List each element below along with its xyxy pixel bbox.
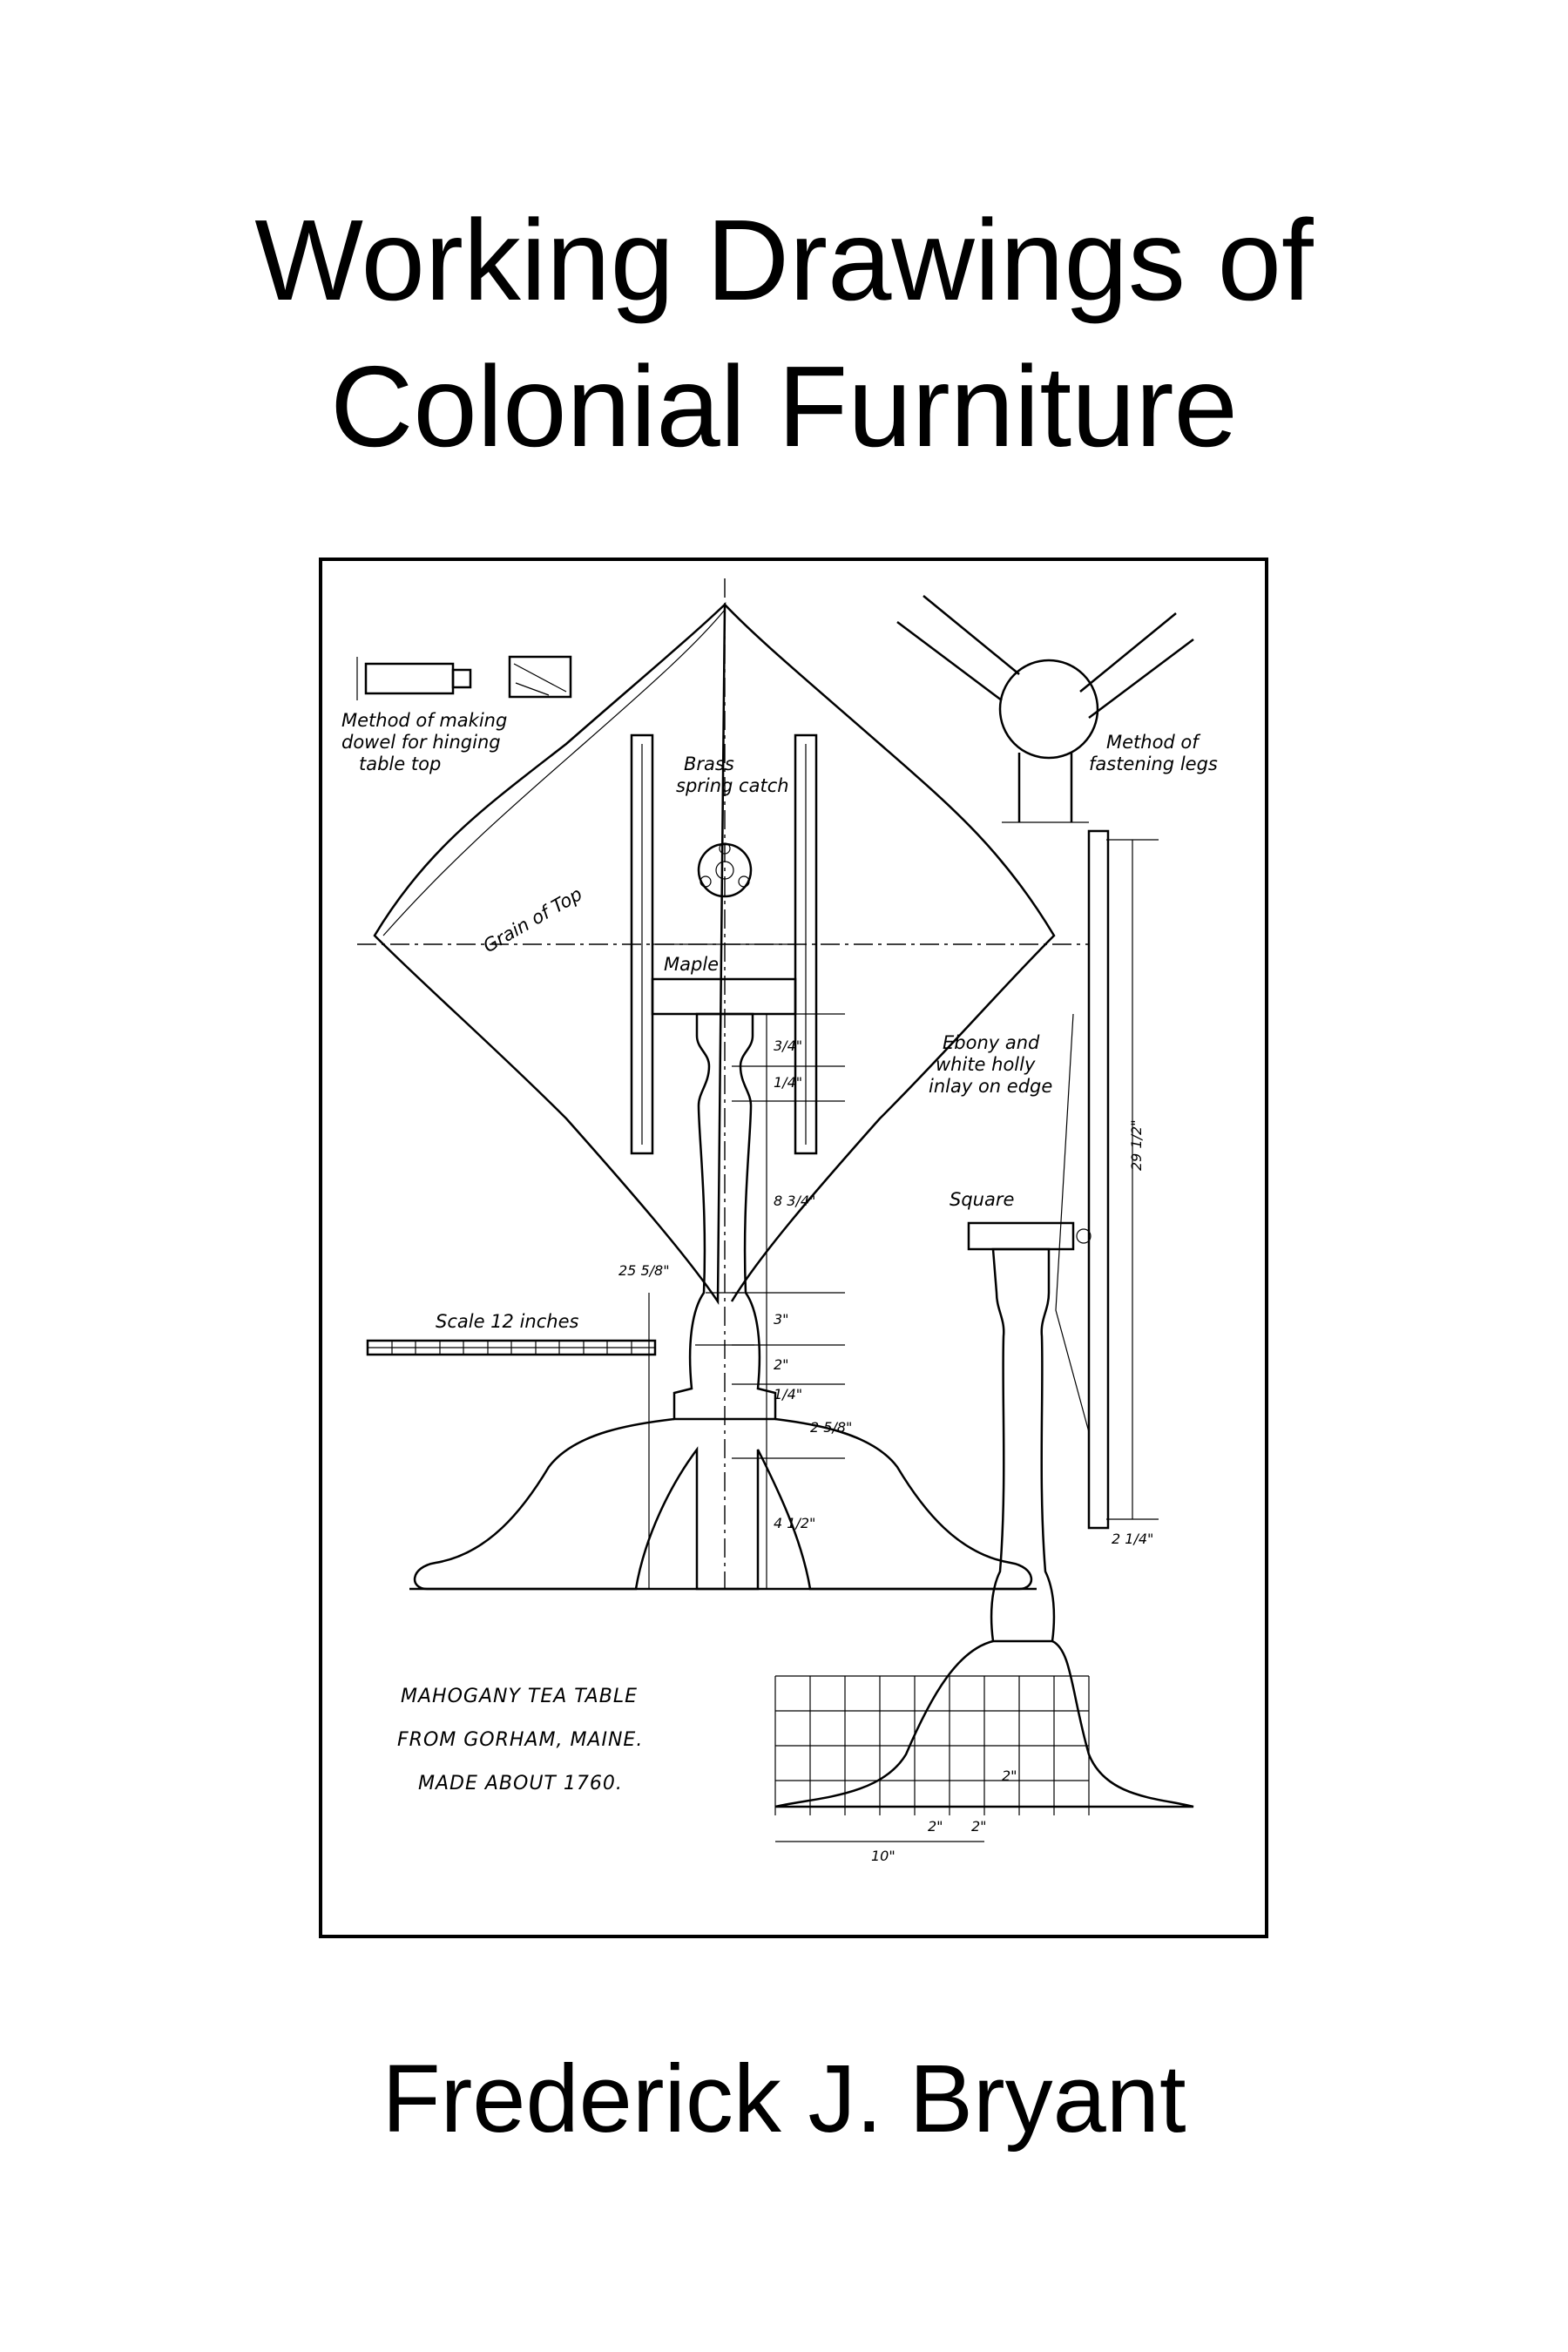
scale-bar [366, 1339, 657, 1356]
book-title: Working Drawings of Colonial Furniture [0, 187, 1568, 480]
label-legs-1: Method of [1106, 732, 1201, 753]
caption-line-2: FROM GORHAM, MAINE. [397, 1729, 643, 1751]
author-name: Frederick J. Bryant [382, 2045, 1186, 2153]
legs-fastening-detail [896, 595, 1194, 823]
dim-label: 3" [774, 1311, 789, 1328]
dim-label: 1/4" [774, 1074, 802, 1091]
dim-label: 8 3/4" [774, 1193, 815, 1209]
screw-hole [700, 875, 712, 888]
drawing-plate: 3/4" 1/4" 8 3/4" 25 5/8" 3" 2" 1/4" 2 5/… [319, 558, 1268, 1938]
dim-label: 2" [971, 1818, 987, 1835]
caption-line-1: MAHOGANY TEA TABLE [401, 1686, 638, 1707]
dim-label: 10" [871, 1848, 896, 1864]
dim-label: 2 5/8" [810, 1419, 852, 1436]
dowel-detail [356, 655, 572, 700]
spring-catch-center [715, 861, 734, 880]
top-edge-line [382, 609, 726, 936]
leg-pattern-grid [774, 1675, 1090, 1842]
caption-line-3: MADE ABOUT 1760. [418, 1773, 623, 1794]
dim-label: 25 5/8" [618, 1262, 670, 1279]
maple-block [651, 977, 797, 1016]
table-top-outline [373, 602, 1056, 1306]
front-dimensions [648, 1013, 845, 1589]
label-inlay-2: white holly [936, 1054, 1036, 1075]
label-scale: Scale 12 inches [436, 1311, 578, 1332]
dim-label: 3/4" [774, 1037, 802, 1054]
dim-label: 29 1/2" [1128, 1119, 1145, 1171]
dim-label: 2" [774, 1356, 789, 1373]
label-brass-1: Brass [684, 754, 734, 774]
dim-label: 2 1/4" [1112, 1531, 1153, 1547]
spring-catch [697, 842, 753, 898]
label-legs-2: fastening legs [1089, 754, 1218, 774]
label-dowel-1: Method of making [341, 710, 507, 731]
dim-label: 1/4" [774, 1386, 802, 1402]
label-brass-2: spring catch [676, 775, 789, 796]
label-square: Square [950, 1189, 1014, 1210]
dim-label: 2" [1002, 1767, 1017, 1784]
label-maple: Maple [664, 954, 719, 975]
label-inlay-3: inlay on edge [929, 1076, 1052, 1097]
dim-label: 2" [928, 1818, 943, 1835]
label-dowel-2: dowel for hinging [341, 732, 501, 753]
label-dowel-3: table top [359, 754, 441, 774]
side-view [774, 829, 1194, 1808]
dim-label: 4 1/2" [774, 1515, 815, 1531]
screw-hole [738, 875, 750, 888]
screw-hole [719, 842, 731, 855]
title-line-1: Working Drawings of [254, 196, 1314, 324]
label-grain: Grain of Top [480, 883, 586, 956]
tea-table-drawing: 3/4" 1/4" 8 3/4" 25 5/8" 3" 2" 1/4" 2 5/… [341, 578, 1218, 1864]
label-inlay-1: Ebony and [943, 1032, 1040, 1053]
front-legs [413, 1417, 1033, 1591]
title-line-2: Colonial Furniture [330, 342, 1238, 470]
